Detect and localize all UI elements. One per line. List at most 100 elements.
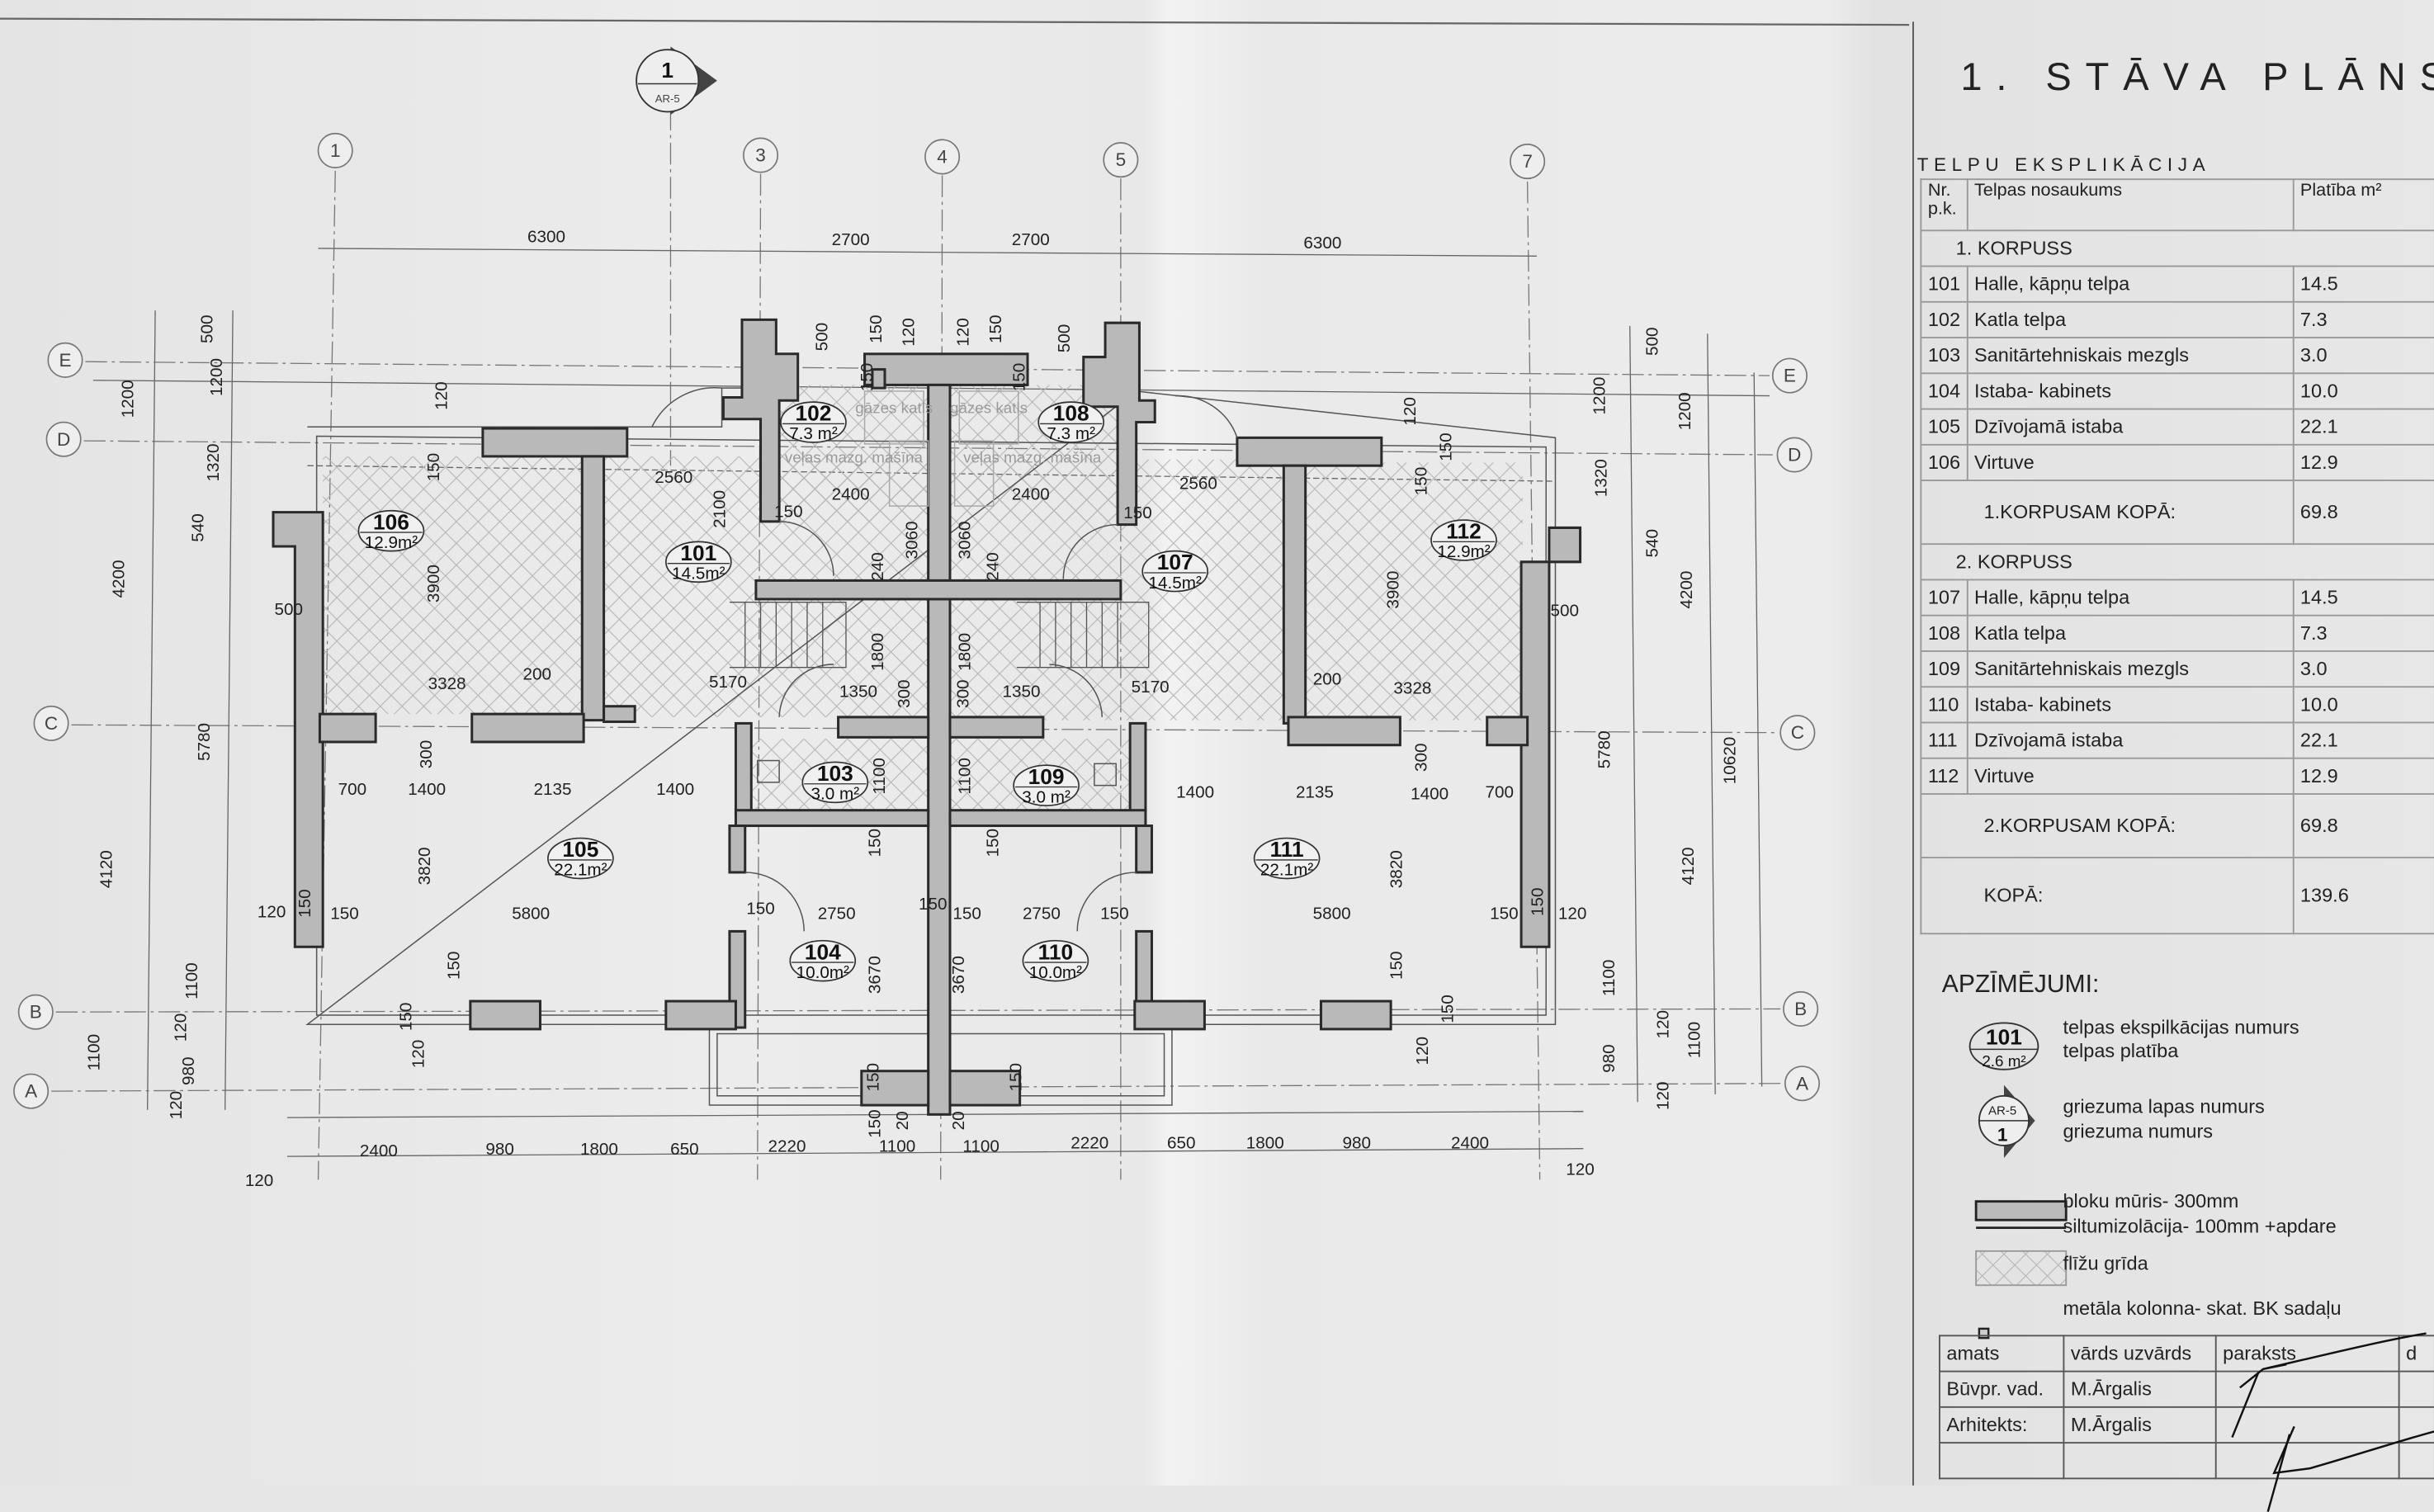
section-symbol: AR-5 1 (1978, 1084, 2035, 1159)
explication-heading: TELPU EKSPLIKĀCIJA (1916, 154, 2211, 176)
signature-table: amats vārds uzvārds paraksts d Būvpr. va… (1938, 1335, 2434, 1480)
grid-bubble-circle (1779, 715, 1816, 751)
section-row: 2. KORPUSS (1920, 543, 2434, 581)
col-nr: Nr. p.k. (1920, 178, 1968, 232)
room-area: 14.5 (2292, 579, 2434, 617)
dimension-label: 150 (986, 314, 1005, 343)
dimension-label: 150 (919, 895, 948, 914)
grid-bubble-right-C: C (1779, 715, 1816, 751)
room-nr: 101 (1920, 265, 1968, 303)
dimension-label: 150 (1387, 952, 1406, 980)
sheet-border (0, 17, 1910, 26)
grid-bubble-circle (17, 994, 54, 1030)
dimension-label: 120 (1401, 397, 1420, 426)
grid-bubble-left-A: A (13, 1073, 50, 1109)
room-number: 111 (1270, 837, 1304, 862)
dimension-label: 3820 (1387, 850, 1406, 888)
dimension-label: 2100 (710, 490, 729, 528)
grid-bubble-top-3: 3 (743, 137, 779, 173)
dimension-label: 150 (1123, 503, 1152, 522)
room-nr: 102 (1920, 300, 1968, 338)
equipment-label: veļas mazg. mašīna (963, 448, 1102, 465)
dimension-label: 120 (432, 381, 451, 410)
dimension-label: 2400 (360, 1141, 398, 1160)
tile-symbol (1975, 1250, 2068, 1287)
room-area: 12.9m² (365, 533, 418, 552)
section-row: 1. KORPUSS (1920, 229, 2434, 267)
table-row: 103 Sanitārtehniskais mezgls 3.0 (1920, 337, 2434, 375)
table-header: Nr. p.k. Telpas nosaukums Platība m² (1920, 178, 2434, 232)
room-nr: 105 (1920, 408, 1968, 446)
table-row: 109 Sanitārtehniskais mezgls 3.0 (1920, 650, 2434, 688)
room-number: 102 (796, 401, 832, 426)
room-area: 22.1m² (554, 861, 607, 880)
grid-label: C (45, 713, 58, 734)
dimension-label: 3328 (1393, 679, 1431, 698)
dimension-label: 3328 (428, 674, 466, 693)
dimension-label: 3820 (415, 847, 434, 885)
dimension-label: 10620 (1721, 737, 1740, 784)
sig-empty (2063, 1442, 2217, 1480)
dimension-label: 240 (983, 552, 1002, 581)
room-area: 22.1m² (1260, 861, 1313, 880)
dimension-label: 2400 (1012, 485, 1050, 504)
room-area: 3.0 m² (811, 785, 860, 804)
dimension-label: 1100 (879, 1136, 915, 1155)
legend-tile-text: flīžu grīda (2063, 1252, 2148, 1275)
grid-label: 4 (937, 146, 948, 167)
subtotal-row: 2.KORPUSAM KOPĀ: 69.8 (1920, 793, 2434, 859)
room-tag-outline (547, 837, 614, 880)
dimension-label: 500 (275, 600, 304, 619)
grand-total-row: KOPĀ: 139.6 (1920, 857, 2434, 935)
room-area: 3.0 (2292, 650, 2434, 688)
dimension-label: 650 (670, 1140, 699, 1159)
grid-bubble-top-1: 1 (317, 132, 353, 168)
subtotal-value: 69.8 (2292, 480, 2434, 546)
room-number: 107 (1157, 550, 1193, 574)
dimension-label: 1100 (84, 1034, 103, 1070)
grid-bubble-top-5: 5 (1103, 142, 1139, 178)
room-tag-outline (1022, 939, 1089, 982)
walls (272, 318, 1582, 1116)
dimension-label: 4120 (1679, 847, 1698, 885)
room-area: 7.3 m² (789, 424, 838, 443)
dimension-label: 1100 (1685, 1022, 1704, 1058)
dimension-label: 150 (295, 889, 314, 918)
dimension-label: 2700 (1012, 230, 1050, 249)
dimension-label: 150 (396, 1003, 415, 1032)
room-tag-outline (1253, 837, 1321, 880)
sig-col-name: vārds uzvārds (2063, 1335, 2217, 1373)
dimension-label: 2400 (1451, 1134, 1489, 1153)
legend-section-text1: griezuma lapas numurs (2063, 1095, 2265, 1118)
room-area: 10.0 (2292, 686, 2434, 724)
dimension-label: 2560 (655, 468, 692, 487)
room-name: Halle, kāpņu telpa (1966, 265, 2295, 303)
grid-bubble-circle (743, 137, 779, 173)
room-area: 14.5m² (1149, 574, 1202, 593)
dimension-label: 150 (983, 829, 1002, 858)
legend-room-area: 2.6 m² (1982, 1052, 2025, 1070)
grid-bubble-circle (1103, 142, 1139, 178)
dimension-label: 1400 (408, 780, 446, 799)
sig-date (2398, 1370, 2434, 1408)
room-area: 7.3 (2292, 300, 2434, 338)
dimension-label: 120 (900, 318, 919, 347)
dimension-label: 150 (1009, 363, 1028, 392)
room-nr: 104 (1920, 372, 1968, 410)
room-tag-outline (1141, 550, 1209, 593)
dimension-label: 1100 (182, 962, 201, 999)
dimension-label: 200 (522, 665, 551, 684)
dimension-label: 3060 (902, 521, 921, 559)
room-number: 106 (373, 509, 409, 534)
room-name: Katla telpa (1966, 614, 2295, 652)
signature-row-empty (1938, 1442, 2434, 1480)
grid-label: D (1788, 445, 1801, 465)
grid-label: 1 (330, 140, 341, 161)
dimension-label: 300 (895, 679, 914, 708)
dimension-label: 300 (954, 679, 973, 708)
